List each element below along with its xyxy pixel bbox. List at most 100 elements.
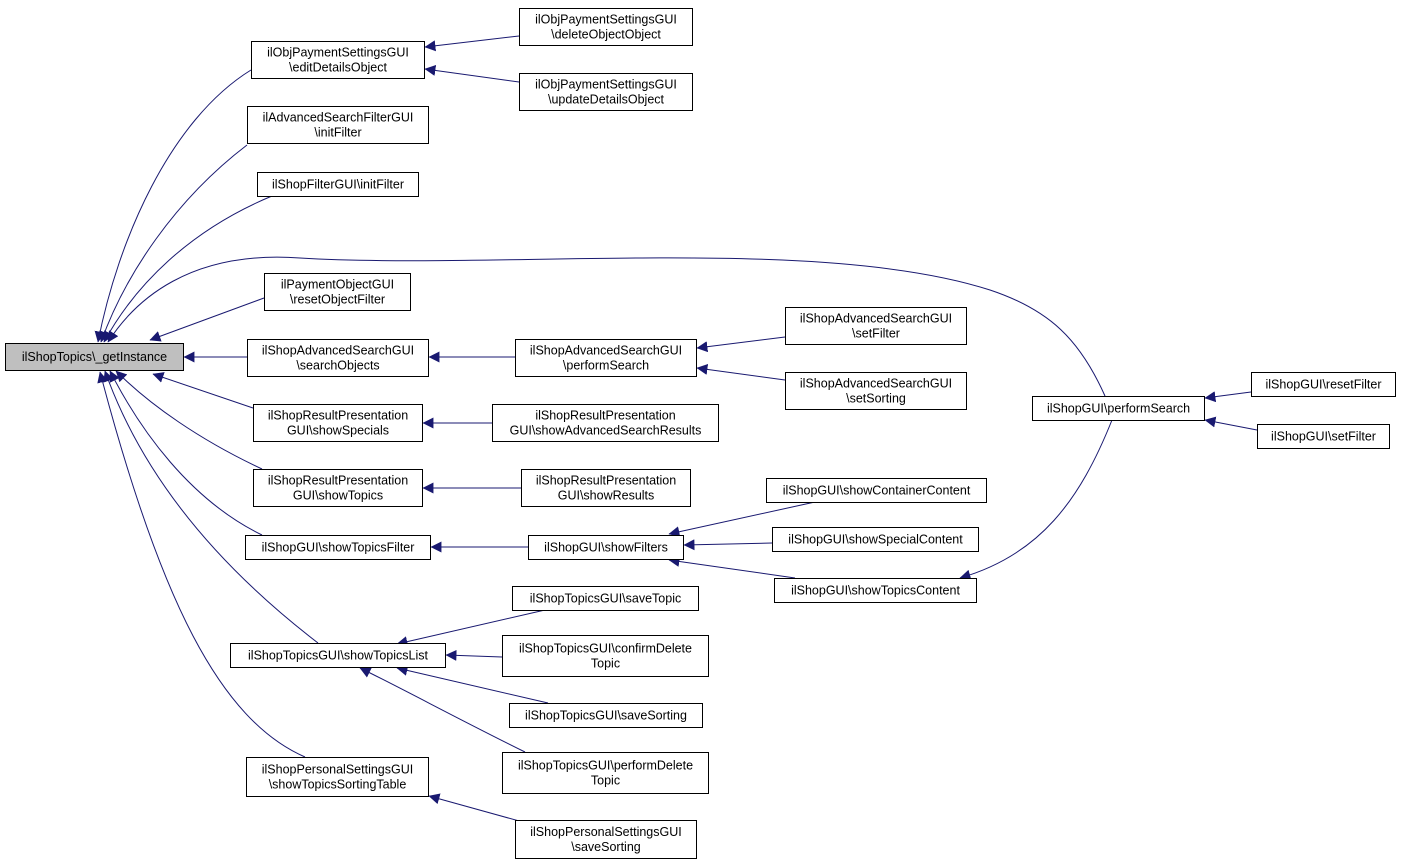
edge-n_performDelete-to-n_showTopicsList [359, 667, 526, 753]
node-label-line: ilShopAdvancedSearchGUI [530, 344, 682, 358]
node-showAdvResults[interactable]: ilShopResultPresentationGUI\showAdvanced… [492, 404, 719, 442]
node-advPerformSearch[interactable]: ilShopAdvancedSearchGUI\performSearch [515, 339, 697, 377]
node-label-line: ilShopGUI\showTopicsContent [791, 584, 960, 598]
node-resetObjectFilter[interactable]: ilPaymentObjectGUI\resetObjectFilter [264, 273, 411, 311]
node-label-line: \setSorting [846, 392, 906, 406]
node-advSetSorting[interactable]: ilShopAdvancedSearchGUI\setSorting [785, 372, 967, 410]
node-showFilters[interactable]: ilShopGUI\showFilters [528, 535, 684, 560]
node-label-line: ilShopAdvancedSearchGUI [800, 312, 952, 326]
node-showSpecialContent[interactable]: ilShopGUI\showSpecialContent [772, 527, 979, 552]
node-sortingTable[interactable]: ilShopPersonalSettingsGUI\showTopicsSort… [246, 757, 429, 797]
edge-n_deleteObject-to-n_editDetails [424, 35, 520, 52]
node-label-line: ilShopGUI\showTopicsFilter [262, 541, 415, 555]
node-label-line: ilShopGUI\showFilters [544, 541, 668, 555]
node-personalSaveSorting[interactable]: ilShopPersonalSettingsGUI\saveSorting [515, 820, 697, 859]
node-label-line: ilShopTopics\_getInstance [22, 350, 167, 364]
node-topicsSaveSorting[interactable]: ilShopTopicsGUI\saveSorting [509, 703, 703, 728]
node-label-line: GUI\showSpecials [287, 424, 389, 438]
node-label-line: ilObjPaymentSettingsGUI [267, 46, 409, 60]
node-box [251, 41, 425, 79]
node-box [519, 73, 693, 111]
node-label-line: ilObjPaymentSettingsGUI [535, 13, 677, 27]
node-label-line: ilShopTopicsGUI\showTopicsList [248, 649, 428, 663]
node-shopSetFilter[interactable]: ilShopGUI\setFilter [1257, 424, 1390, 449]
edge-n_sortingTable-to-root [97, 371, 306, 758]
node-label-line: ilShopTopicsGUI\saveTopic [530, 592, 681, 606]
node-box [247, 106, 429, 144]
node-label-line: ilShopTopicsGUI\confirmDelete [519, 642, 692, 656]
edges [94, 35, 1258, 825]
node-label-line: ilShopGUI\resetFilter [1265, 378, 1381, 392]
node-label-line: Topic [591, 657, 620, 671]
edge-n_shopPerformSearch-to-root [107, 256, 1106, 397]
node-label-line: ilShopGUI\performSearch [1047, 402, 1190, 416]
edge-n_advInitFilter-to-root [99, 144, 248, 343]
node-box [230, 643, 446, 668]
edge-n_confirmDelete-to-n_showTopicsList [445, 649, 503, 661]
node-label-line: ilShopTopicsGUI\saveSorting [525, 709, 687, 723]
node-advInitFilter[interactable]: ilAdvancedSearchFilterGUI\initFilter [247, 106, 429, 144]
node-label-line: ilShopResultPresentation [536, 474, 676, 488]
node-box [528, 535, 684, 560]
root-node[interactable]: ilShopTopics\_getInstance [5, 343, 184, 371]
edge-n_shopPerformSearch-to-n_showTopicsContent [959, 419, 1113, 581]
node-searchObjects[interactable]: ilShopAdvancedSearchGUI\searchObjects [247, 339, 429, 377]
node-label-line: ilShopAdvancedSearchGUI [262, 344, 414, 358]
node-saveTopic[interactable]: ilShopTopicsGUI\saveTopic [512, 586, 699, 611]
node-label-line: Topic [591, 774, 620, 788]
node-box [247, 339, 429, 377]
node-label-line: \deleteObjectObject [551, 28, 661, 42]
node-label-line: \resetObjectFilter [290, 293, 385, 307]
node-showContainer[interactable]: ilShopGUI\showContainerContent [766, 478, 987, 503]
node-updateDetails[interactable]: ilObjPaymentSettingsGUI\updateDetailsObj… [519, 73, 693, 111]
edge-n_topicsSaveSorting-to-n_showTopicsList [396, 665, 549, 704]
node-label-line: \setFilter [852, 327, 900, 341]
node-box [492, 404, 719, 442]
node-deleteObject[interactable]: ilObjPaymentSettingsGUI\deleteObjectObje… [519, 8, 693, 46]
node-label-line: \saveSorting [571, 840, 641, 854]
edge-n_showTopicsList-to-root [103, 370, 319, 644]
node-box [246, 757, 429, 797]
node-box [774, 578, 977, 603]
node-box [509, 703, 703, 728]
node-advSetFilter[interactable]: ilShopAdvancedSearchGUI\setFilter [785, 307, 967, 345]
edge-n_showContainer-to-n_showFilters [668, 501, 816, 538]
node-box [515, 820, 697, 859]
node-shopPerformSearch[interactable]: ilShopGUI\performSearch [1032, 396, 1205, 421]
node-box [772, 527, 979, 552]
edge-n_advSetFilter-to-n_advPerformSearch [696, 336, 786, 353]
node-showTopicsList[interactable]: ilShopTopicsGUI\showTopicsList [230, 643, 446, 668]
edge-n_shopResetFilter-to-n_shopPerformSearch [1204, 391, 1252, 403]
node-label-line: \initFilter [314, 126, 361, 140]
node-label-line: ilShopPersonalSettingsGUI [262, 763, 413, 777]
edge-n_resetObjectFilter-to-root [149, 297, 265, 342]
node-box [766, 478, 987, 503]
edge-n_showSpecials-to-root [152, 372, 254, 409]
node-box [502, 752, 709, 794]
node-box [512, 586, 699, 611]
node-label-line: ilShopTopicsGUI\performDelete [518, 759, 693, 773]
node-box [253, 404, 423, 442]
node-showTopicsContent[interactable]: ilShopGUI\showTopicsContent [774, 578, 977, 603]
node-shopResetFilter[interactable]: ilShopGUI\resetFilter [1251, 372, 1396, 397]
node-box [519, 8, 693, 46]
edge-n_editDetails-to-root [94, 69, 252, 343]
node-showTopicsFilter[interactable]: ilShopGUI\showTopicsFilter [245, 535, 431, 560]
node-label-line: ilShopGUI\showContainerContent [783, 484, 971, 498]
node-label-line: GUI\showAdvancedSearchResults [510, 424, 702, 438]
node-box [785, 372, 967, 410]
node-editDetails[interactable]: ilObjPaymentSettingsGUI\editDetailsObjec… [251, 41, 425, 79]
node-label-line: \performSearch [563, 359, 649, 373]
node-label-line: GUI\showResults [558, 489, 655, 503]
node-label-line: ilShopFilterGUI\initFilter [272, 178, 404, 192]
node-label-line: \editDetailsObject [289, 61, 387, 75]
node-label-line: \showTopicsSortingTable [269, 778, 407, 792]
node-shopFilterInit[interactable]: ilShopFilterGUI\initFilter [257, 172, 419, 197]
node-box [245, 535, 431, 560]
